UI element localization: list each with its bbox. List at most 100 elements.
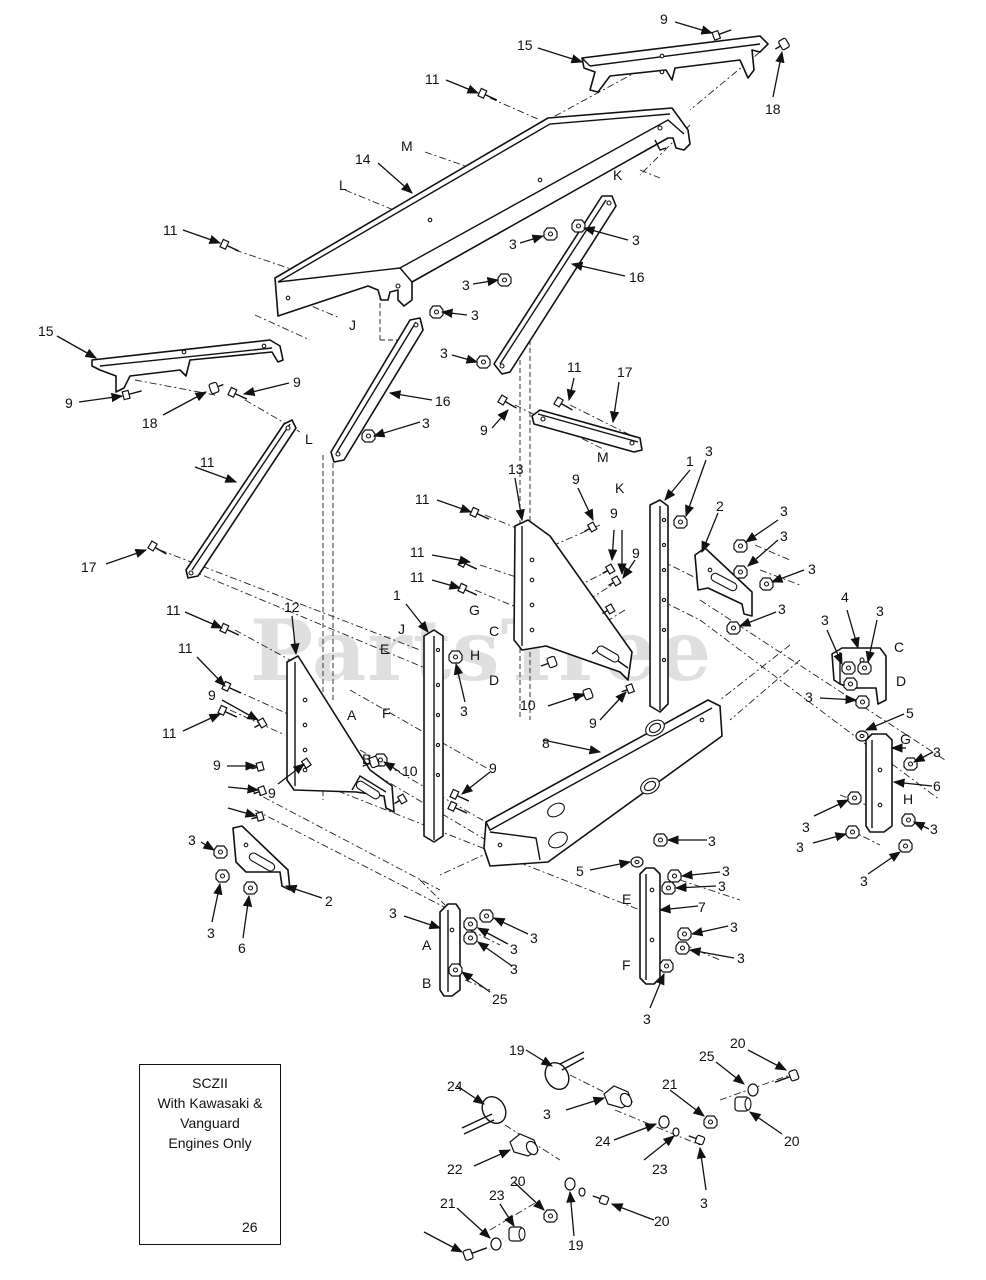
- ref-letter: G: [900, 731, 911, 747]
- ref-letter: L: [305, 431, 313, 447]
- part-8-beam: [483, 699, 723, 867]
- part-14-panel: [274, 107, 691, 317]
- callout: 3: [821, 612, 829, 628]
- part-1-upright-right: [649, 499, 669, 713]
- part-15-bracket-left: [91, 339, 284, 393]
- callout: 11: [410, 544, 425, 560]
- callout: 3: [860, 873, 868, 889]
- callout: 11: [425, 71, 440, 87]
- part-7-strip: [439, 903, 461, 997]
- part-6-strip-right: [865, 733, 893, 833]
- ref-letter: F: [622, 957, 631, 973]
- note-text: SCZII With Kawasaki & Vanguard Engines O…: [140, 1073, 280, 1153]
- callout: 3: [705, 443, 713, 459]
- ref-letter: M: [401, 138, 413, 154]
- callout: 24: [447, 1078, 463, 1094]
- callout: 25: [699, 1048, 715, 1064]
- ref-letter: C: [489, 623, 499, 639]
- callout: 16: [629, 269, 645, 285]
- part-25-hitch-pin-lower: [461, 1095, 507, 1135]
- callout: 9: [213, 757, 221, 773]
- note-line: With Kawasaki &: [157, 1095, 263, 1111]
- ref-letter: A: [422, 937, 432, 953]
- callout: 24: [595, 1133, 611, 1149]
- callout: 9: [480, 422, 488, 438]
- callout: 3: [802, 819, 810, 835]
- ref-letter: C: [894, 639, 904, 655]
- callout: 9: [632, 545, 640, 561]
- callout: 3: [737, 950, 745, 966]
- callout: 3: [543, 1106, 551, 1122]
- callout: 18: [142, 415, 158, 431]
- callout: 3: [780, 503, 788, 519]
- callout: 9: [572, 471, 580, 487]
- callout: 3: [930, 821, 938, 837]
- callout: 9: [610, 505, 618, 521]
- ref-letter: B: [362, 751, 371, 767]
- note-line: Engines Only: [168, 1135, 252, 1151]
- callout: 6: [238, 940, 246, 956]
- callout: 11: [166, 602, 181, 618]
- callout: 9: [268, 785, 276, 801]
- callout: 3: [471, 307, 479, 323]
- callout: 1: [393, 587, 401, 603]
- callout: 3: [462, 277, 470, 293]
- part-12-gusset: [286, 655, 395, 813]
- callout: 22: [447, 1161, 463, 1177]
- part-15-bracket-right: [581, 35, 769, 93]
- callout: 10: [520, 697, 536, 713]
- washers-5: [630, 730, 869, 868]
- ref-letter: E: [622, 891, 631, 907]
- part-1-upright-left: [423, 629, 444, 843]
- bolts: [121, 29, 790, 822]
- hex-nuts: [213, 219, 918, 1223]
- callout: 3: [530, 930, 538, 946]
- callout: 18: [765, 101, 781, 117]
- callout: 9: [589, 715, 597, 731]
- callout: 8: [542, 735, 550, 751]
- callout: 2: [716, 498, 724, 514]
- callout: 3: [460, 703, 468, 719]
- ref-letter: J: [398, 621, 405, 637]
- part-16-strut-left: [330, 317, 424, 463]
- callout: 3: [632, 232, 640, 248]
- callout: 2: [325, 893, 333, 909]
- callout: 3: [933, 744, 941, 760]
- part-24-knob-upper: [603, 1085, 633, 1109]
- ref-letter: K: [615, 480, 625, 496]
- callout: 11: [410, 569, 425, 585]
- callout: 13: [508, 461, 524, 477]
- callout: 23: [652, 1161, 668, 1177]
- callout: 25: [492, 991, 508, 1007]
- callout: 4: [841, 589, 849, 605]
- callout: 3: [510, 961, 518, 977]
- ref-letter: L: [339, 177, 347, 193]
- ref-letter: B: [422, 975, 431, 991]
- part-2-bracket-left: [232, 825, 291, 891]
- callout: 3: [440, 345, 448, 361]
- callout: 3: [389, 905, 397, 921]
- part-24-knob-lower: [509, 1133, 539, 1157]
- callout: 23: [489, 1187, 505, 1203]
- callout: 3: [708, 833, 716, 849]
- ref-letter: D: [489, 672, 499, 688]
- callout: 11: [163, 222, 178, 238]
- ref-letter: D: [896, 673, 906, 689]
- callout: 3: [700, 1195, 708, 1211]
- callout: 3: [876, 603, 884, 619]
- callout: 11: [415, 491, 430, 507]
- callout: 20: [510, 1173, 526, 1189]
- callout: 3: [422, 415, 430, 431]
- note-line: Vanguard: [180, 1115, 240, 1131]
- ref-letter: A: [347, 707, 357, 723]
- callout: 3: [718, 878, 726, 894]
- callout: 15: [517, 37, 533, 53]
- callout: 6: [933, 778, 941, 794]
- callout: 3: [780, 528, 788, 544]
- part-2-bracket-right: [694, 547, 753, 617]
- callout: 3: [643, 1011, 651, 1027]
- callout: 5: [906, 705, 914, 721]
- callout: 21: [662, 1076, 678, 1092]
- callout: 3: [778, 601, 786, 617]
- callout: 11: [178, 640, 193, 656]
